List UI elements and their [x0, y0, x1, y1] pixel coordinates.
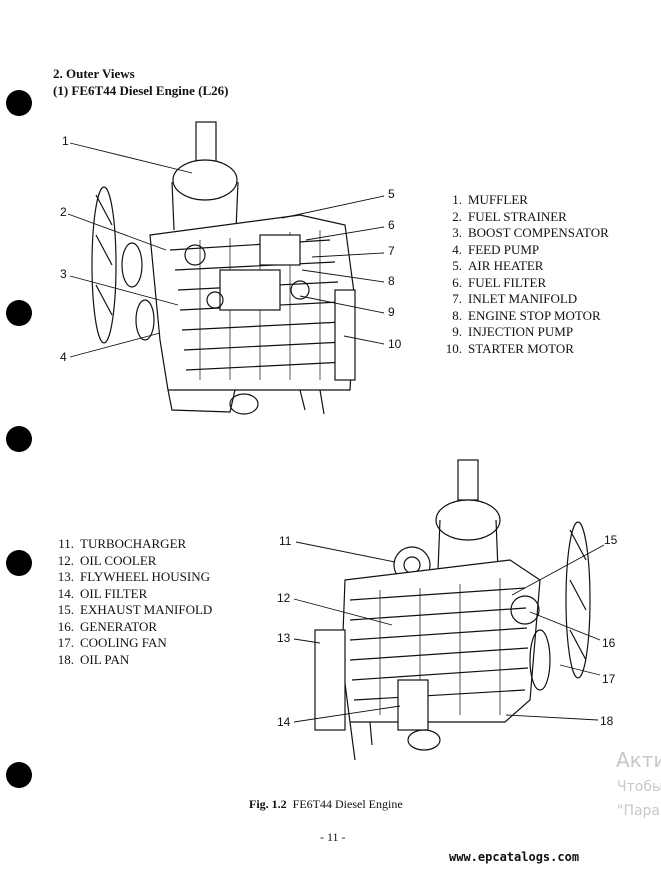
callout-2: 2 — [60, 205, 67, 219]
callout-11: 11 — [279, 534, 292, 548]
legend-item: 18.OIL PAN — [57, 651, 130, 667]
legend-item: 15.EXHAUST MANIFOLD — [57, 602, 213, 617]
legend-item: 7.INLET MANIFOLD — [452, 291, 578, 306]
legend-item: 16.GENERATOR — [57, 618, 158, 634]
binder-hole — [6, 90, 32, 116]
callout-15: 15 — [604, 533, 618, 547]
binder-hole — [6, 300, 32, 326]
legend-item: 3.BOOST COMPENSATOR — [452, 225, 609, 240]
section-subheading: (1) FE6T44 Diesel Engine (L26) — [53, 83, 229, 98]
legend-item: 13.FLYWHEEL HOUSING — [57, 569, 211, 584]
callout-13: 13 — [277, 631, 291, 645]
watermark-line-1: Акти — [616, 748, 661, 772]
watermark-line-2: Чтобы — [617, 779, 661, 795]
legend-item: 6.FUEL FILTER — [452, 274, 547, 290]
figure-caption: Fig. 1.2 FE6T44 Diesel Engine — [249, 797, 403, 812]
callout-8: 8 — [388, 274, 395, 288]
binder-hole — [6, 762, 32, 788]
legend-item: 4.FEED PUMP — [452, 241, 540, 257]
legend-item: 17.COOLING FAN — [57, 635, 167, 650]
legend-item: 10.STARTER MOTOR — [445, 340, 574, 356]
section-heading: 2. Outer Views — [53, 66, 135, 81]
legend-item: 14.OIL FILTER — [57, 585, 148, 601]
callout-7: 7 — [388, 244, 395, 258]
callout-14: 14 — [277, 715, 291, 729]
callout-16: 16 — [602, 636, 616, 650]
watermark-line-3: "Пара — [617, 803, 661, 819]
callout-9: 9 — [388, 305, 395, 319]
legend-item: 12.OIL COOLER — [57, 552, 157, 568]
figure-number: Fig. 1.2 — [249, 797, 287, 811]
legend-item: 2.FUEL STRAINER — [452, 208, 567, 224]
legend-item: 1.MUFFLER — [452, 192, 528, 207]
page-number: - 11 - — [320, 830, 346, 844]
binder-hole — [6, 550, 32, 576]
callout-12: 12 — [277, 591, 291, 605]
binder-hole — [6, 426, 32, 452]
legend-bottom: 11.TURBOCHARGER 12.OIL COOLER 13.FLYWHEE… — [50, 536, 213, 668]
legend-top: 1.MUFFLER 2.FUEL STRAINER 3.BOOST COMPEN… — [438, 192, 609, 357]
legend-item: 11.TURBOCHARGER — [58, 536, 187, 551]
callout-17: 17 — [602, 672, 616, 686]
callout-3: 3 — [60, 267, 67, 281]
legend-item: 8.ENGINE STOP MOTOR — [452, 307, 601, 323]
callout-18: 18 — [600, 714, 614, 728]
legend-item: 5.AIR HEATER — [452, 258, 544, 273]
source-url: www.epcatalogs.com — [449, 850, 580, 864]
callout-10: 10 — [388, 337, 402, 351]
figure-title: FE6T44 Diesel Engine — [292, 797, 403, 811]
callout-5: 5 — [388, 187, 395, 201]
callout-4: 4 — [60, 350, 67, 364]
legend-item: 9.INJECTION PUMP — [452, 324, 574, 339]
callout-1: 1 — [62, 134, 69, 148]
callout-6: 6 — [388, 218, 395, 232]
